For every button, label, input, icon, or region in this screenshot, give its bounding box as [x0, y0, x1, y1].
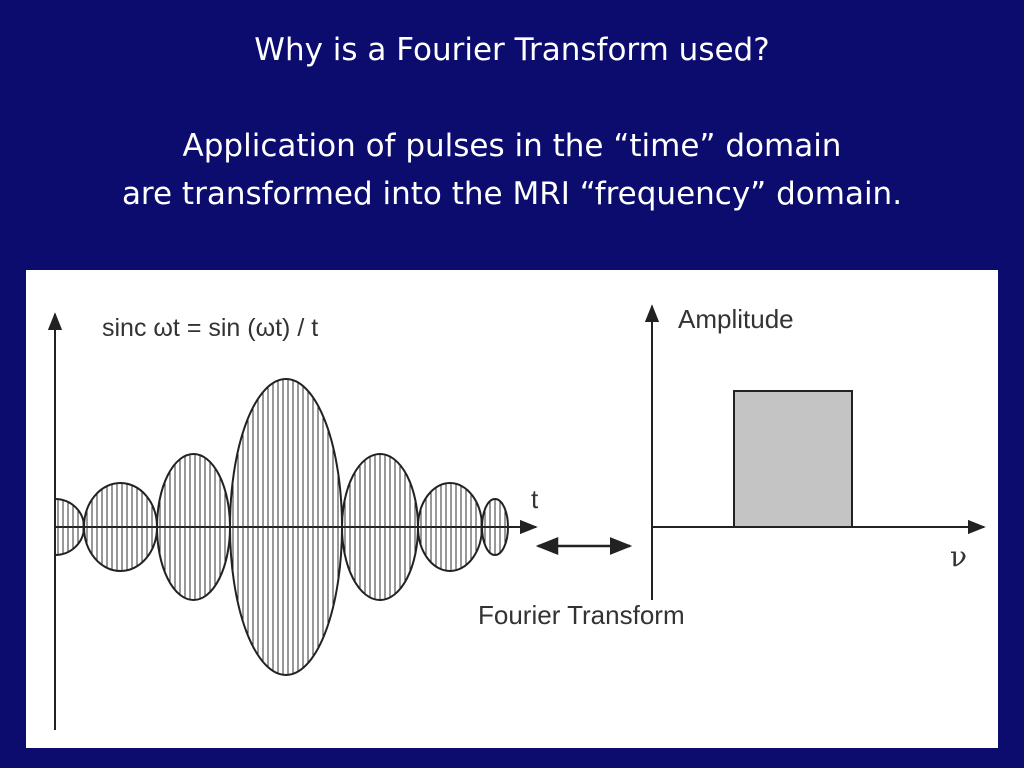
slide-title: Why is a Fourier Transform used?	[254, 32, 770, 68]
fourier-transform-figure: sinc ωt = sin (ωt) / t t Fourier Transfo…	[26, 270, 998, 748]
frequency-rectangle	[733, 390, 853, 528]
slide-subtitle-line-1: Application of pulses in the “time” doma…	[182, 128, 842, 164]
slide-subtitle-line-2: are transformed into the MRI “frequency”…	[121, 176, 903, 212]
lobe-hatching	[344, 454, 416, 600]
figure-graphics	[47, 304, 986, 730]
frequency-axis-label: ν	[950, 540, 968, 573]
time-axis-label: t	[531, 484, 539, 514]
amplitude-label: Amplitude	[678, 304, 794, 334]
time-plot-label: sinc ωt = sin (ωt) / t	[102, 314, 319, 342]
fourier-transform-label: Fourier Transform	[478, 600, 685, 630]
sinc-lobe	[481, 498, 509, 556]
